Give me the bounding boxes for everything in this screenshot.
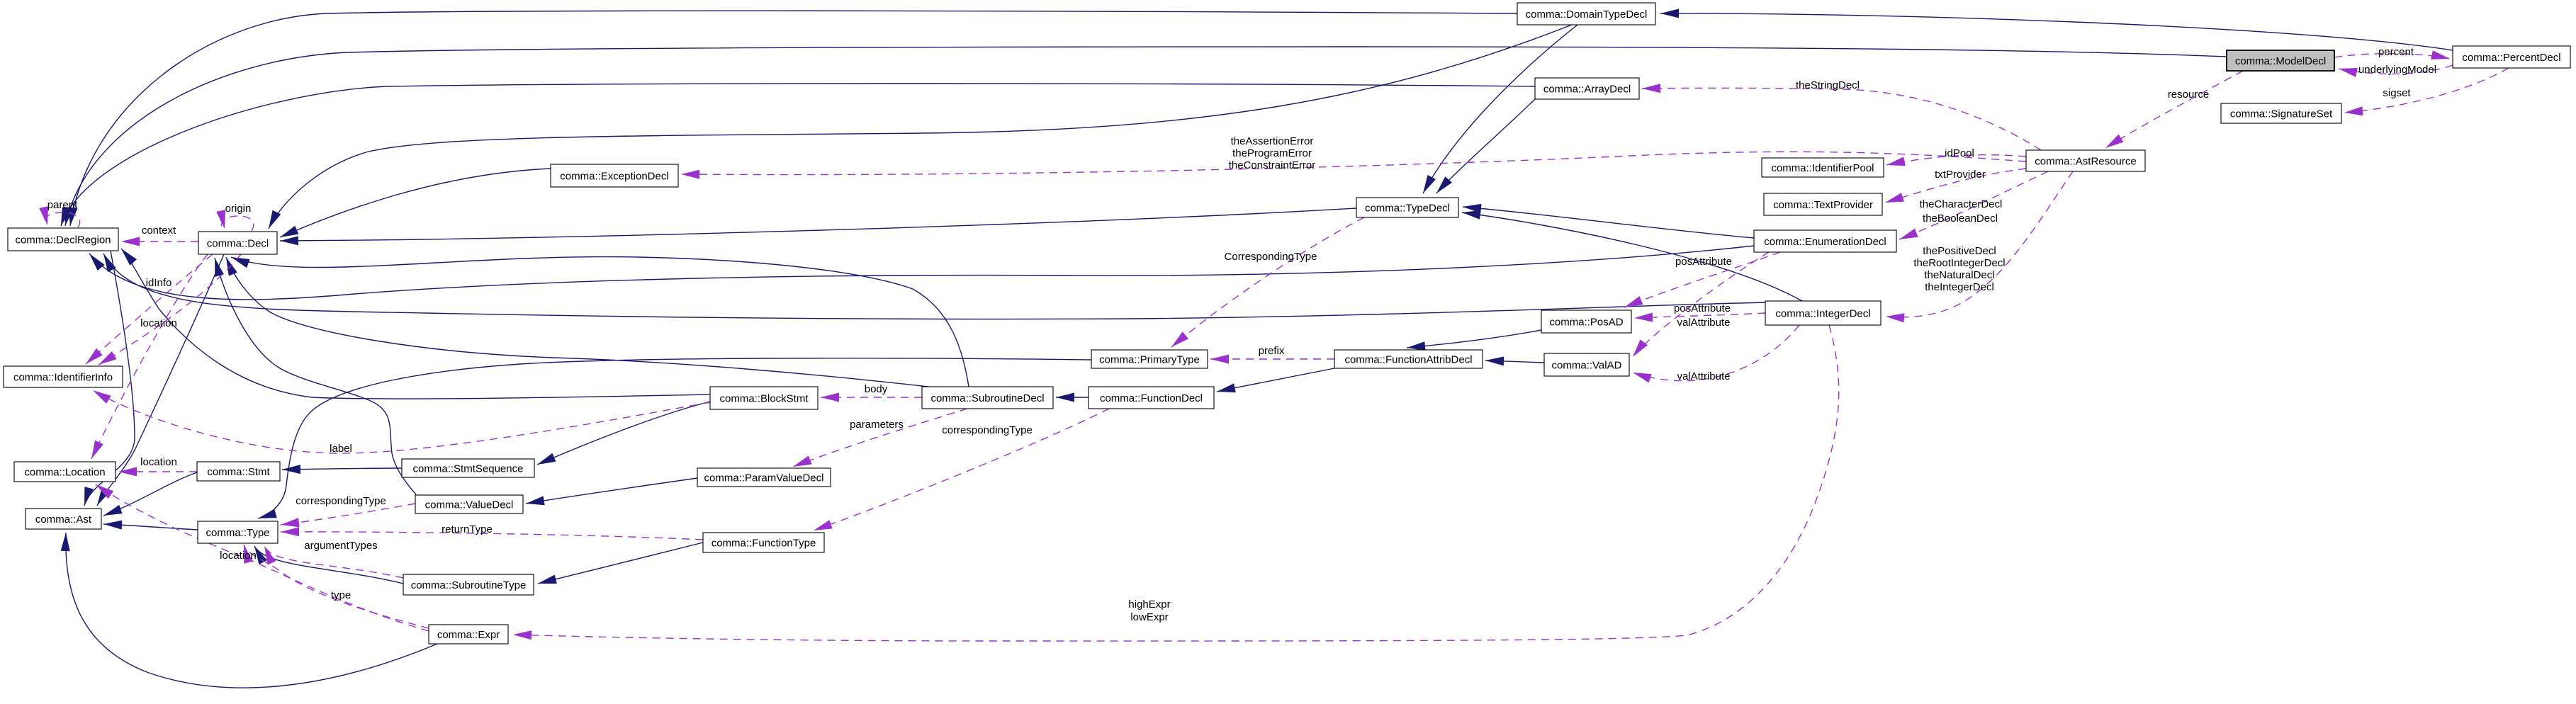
svg-text:valAttribute: valAttribute: [1677, 317, 1730, 329]
svg-text:comma::IdentifierPool: comma::IdentifierPool: [1771, 162, 1874, 174]
svg-text:label: label: [330, 443, 352, 455]
svg-text:argumentTypes: argumentTypes: [304, 540, 377, 552]
svg-text:CorrespondingType: CorrespondingType: [1225, 251, 1317, 263]
svg-text:comma::TextProvider: comma::TextProvider: [1773, 199, 1873, 211]
svg-text:sigset: sigset: [2383, 87, 2411, 99]
svg-text:highExpr: highExpr: [1128, 598, 1170, 611]
svg-text:parameters: parameters: [850, 419, 904, 431]
svg-text:parent: parent: [47, 199, 78, 211]
svg-text:theIntegerDecl: theIntegerDecl: [1925, 281, 1994, 293]
svg-text:comma::ValAD: comma::ValAD: [1552, 360, 1622, 372]
svg-text:comma::FunctionType: comma::FunctionType: [712, 538, 816, 550]
svg-text:theCharacterDecl: theCharacterDecl: [1920, 198, 2003, 210]
svg-text:theRootIntegerDecl: theRootIntegerDecl: [1913, 257, 2005, 269]
svg-text:comma::DomainTypeDecl: comma::DomainTypeDecl: [1526, 8, 1648, 21]
svg-text:comma::ArrayDecl: comma::ArrayDecl: [1543, 84, 1631, 96]
svg-text:comma::Type: comma::Type: [206, 527, 269, 539]
svg-text:comma::Expr: comma::Expr: [437, 629, 500, 641]
svg-text:comma::Ast: comma::Ast: [35, 513, 92, 526]
svg-text:comma::FunctionAttribDecl: comma::FunctionAttribDecl: [1344, 354, 1472, 366]
svg-text:lowExpr: lowExpr: [1130, 611, 1168, 623]
svg-text:prefix: prefix: [1259, 345, 1285, 357]
svg-text:comma::ParamValueDecl: comma::ParamValueDecl: [704, 472, 824, 484]
svg-text:valAttribute: valAttribute: [1677, 370, 1730, 382]
svg-text:theProgramError: theProgramError: [1232, 147, 1312, 159]
svg-text:comma::StmtSequence: comma::StmtSequence: [413, 463, 524, 475]
svg-text:comma::ValueDecl: comma::ValueDecl: [425, 499, 514, 511]
svg-text:thePositiveDecl: thePositiveDecl: [1923, 245, 1996, 257]
svg-text:comma::SubroutineType: comma::SubroutineType: [411, 579, 527, 591]
svg-text:comma::EnumerationDecl: comma::EnumerationDecl: [1764, 236, 1886, 248]
svg-text:idInfo: idInfo: [146, 277, 172, 289]
svg-text:txtProvider: txtProvider: [1935, 169, 1986, 181]
svg-text:location: location: [140, 317, 177, 329]
svg-text:location: location: [220, 550, 257, 562]
svg-text:comma::ModelDecl: comma::ModelDecl: [2235, 55, 2326, 67]
svg-text:comma::IdentifierInfo: comma::IdentifierInfo: [13, 372, 113, 384]
svg-text:comma::AstResource: comma::AstResource: [2035, 156, 2136, 168]
svg-text:resource: resource: [2168, 89, 2209, 101]
svg-text:comma::DeclRegion: comma::DeclRegion: [15, 234, 111, 246]
svg-text:underlyingModel: underlyingModel: [2358, 64, 2436, 76]
svg-text:comma::PrimaryType: comma::PrimaryType: [1099, 354, 1200, 366]
svg-text:theNaturalDecl: theNaturalDecl: [1924, 269, 1994, 281]
svg-text:comma::BlockStmt: comma::BlockStmt: [719, 393, 809, 405]
svg-text:theBooleanDecl: theBooleanDecl: [1923, 212, 1998, 225]
svg-text:theStringDecl: theStringDecl: [1796, 79, 1860, 91]
svg-text:posAttribute: posAttribute: [1675, 256, 1732, 268]
svg-text:comma::SubroutineDecl: comma::SubroutineDecl: [930, 392, 1044, 404]
svg-text:origin: origin: [225, 203, 252, 215]
svg-text:theAssertionError: theAssertionError: [1231, 135, 1314, 147]
svg-text:context: context: [142, 225, 176, 237]
svg-text:comma::Location: comma::Location: [24, 467, 105, 479]
svg-text:comma::PercentDecl: comma::PercentDecl: [2462, 52, 2560, 64]
svg-text:location: location: [140, 456, 177, 468]
svg-text:correspondingType: correspondingType: [296, 495, 386, 507]
svg-text:correspondingType: correspondingType: [942, 424, 1033, 436]
svg-text:comma::IntegerDecl: comma::IntegerDecl: [1775, 308, 1870, 320]
svg-text:percent: percent: [2378, 46, 2414, 58]
svg-text:type: type: [331, 589, 351, 601]
svg-text:comma::Decl: comma::Decl: [207, 238, 269, 250]
svg-text:comma::PosAD: comma::PosAD: [1549, 317, 1623, 329]
svg-text:theConstraintError: theConstraintError: [1229, 159, 1316, 171]
svg-text:returnType: returnType: [441, 523, 493, 535]
svg-text:comma::SignatureSet: comma::SignatureSet: [2230, 108, 2333, 120]
svg-text:comma::TypeDecl: comma::TypeDecl: [1365, 203, 1450, 215]
svg-text:posAttribute: posAttribute: [1674, 302, 1731, 314]
svg-text:body: body: [865, 383, 888, 395]
svg-text:comma::Stmt: comma::Stmt: [207, 466, 270, 478]
svg-text:idPool: idPool: [1945, 147, 1974, 159]
svg-text:comma::ExceptionDecl: comma::ExceptionDecl: [560, 171, 668, 183]
svg-text:comma::FunctionDecl: comma::FunctionDecl: [1100, 392, 1203, 404]
